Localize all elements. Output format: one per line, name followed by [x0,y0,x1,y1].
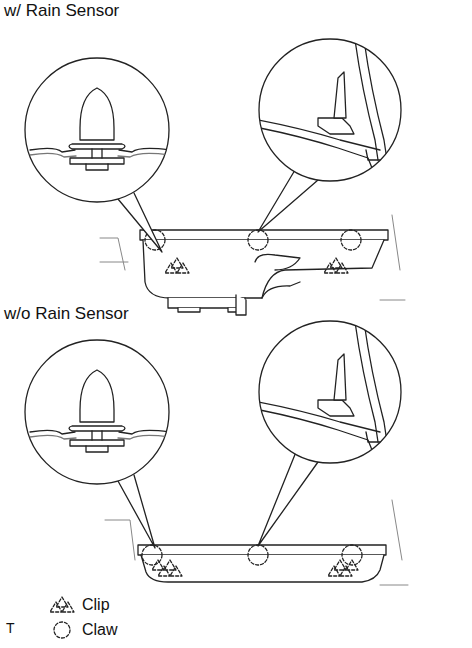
zoom-bubble [25,58,170,252]
clip-marks [152,560,358,576]
figure-code: T [6,621,15,636]
zoom-bubble [258,39,401,232]
zoom-bubble [258,321,401,546]
cover-without-rain-sensor [138,545,386,582]
claw-marks [142,545,362,565]
clip-marks [165,258,348,273]
variant-heading: w/ Rain Sensor [4,2,119,21]
cover-with-rain-sensor [140,230,388,315]
variant-heading: w/o Rain Sensor [4,305,129,324]
zoom-bubble [25,340,170,548]
legend-text: Clip [82,596,110,614]
legend-text: Claw [82,621,118,639]
claw-marks [145,230,361,250]
legend-samples [50,597,74,638]
vehicle-body [105,500,408,585]
